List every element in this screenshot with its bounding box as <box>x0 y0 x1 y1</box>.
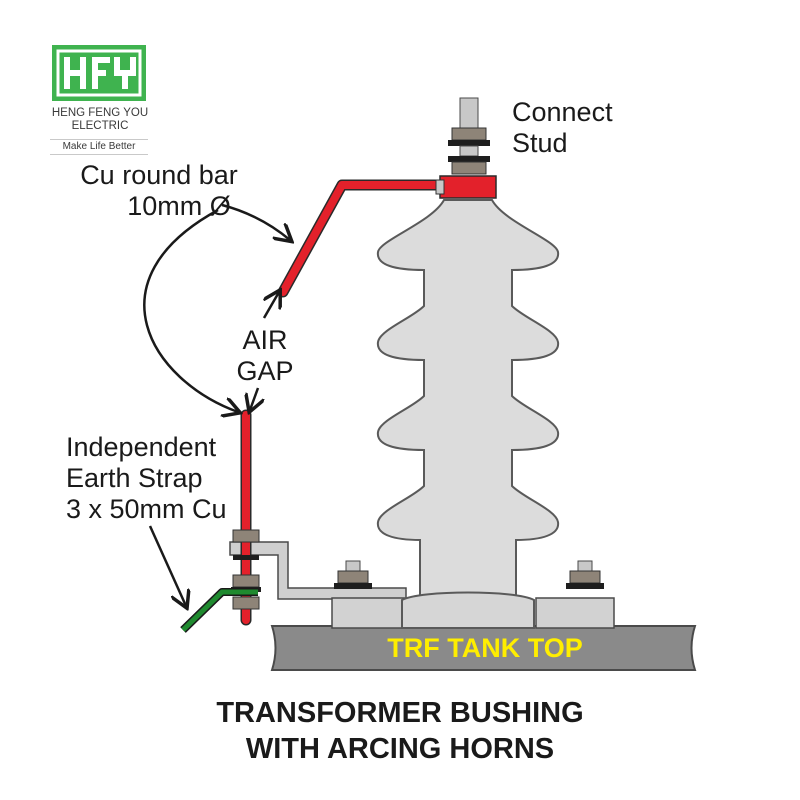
earth-strap-label-line1: Independent <box>66 432 217 462</box>
clamp-bolt-right <box>566 560 604 589</box>
diagram-title-line1: TRANSFORMER BUSHING <box>216 697 584 729</box>
bushing-flange <box>401 591 535 629</box>
arrow-cu-bar-to-top-horn <box>221 203 290 240</box>
arrow-earth-strap <box>148 525 186 606</box>
arrow-cu-bar-to-bottom-horn <box>143 208 238 412</box>
arrow-air-gap-up <box>264 292 279 319</box>
connect-stud-label-line1: Connect <box>512 97 613 127</box>
connect-stud-label: Connect Stud <box>512 97 613 159</box>
brand-name-line2: ELECTRIC <box>71 120 129 132</box>
diagram-title-line2: WITH ARCING HORNS <box>245 733 555 765</box>
brand-logo <box>52 45 146 101</box>
brand-name: HENG FENG YOU ELECTRIC <box>40 107 160 133</box>
clamp-bolt-left <box>334 560 372 589</box>
earth-strap-label: Independent Earth Strap 3 x 50mm Cu <box>66 432 227 525</box>
cu-round-bar-label-line2: 10mm Ø <box>127 191 231 221</box>
cu-round-bar-label-line1: Cu round bar <box>80 160 238 190</box>
air-gap-label-line1: AIR <box>242 325 288 355</box>
air-gap-label: AIR GAP <box>230 325 300 387</box>
connect-stud <box>448 97 490 175</box>
tank-top <box>270 625 697 671</box>
air-gap-label-line2: GAP <box>236 356 294 386</box>
earth-strap-label-line2: Earth Strap <box>66 463 203 493</box>
brand-name-line1: HENG FENG YOU <box>51 107 149 119</box>
cu-round-bar-label: Cu round bar 10mm Ø <box>74 160 244 222</box>
connect-stud-label-line2: Stud <box>512 128 568 158</box>
earth-strap-label-line3: 3 x 50mm Cu <box>66 494 227 524</box>
tank-top-label: TRF TANK TOP <box>387 633 583 663</box>
clamp-base-right <box>535 597 615 629</box>
horn-clamp <box>439 175 497 199</box>
porcelain-bushing <box>376 199 560 601</box>
brand-slogan: Make Life Better <box>50 139 148 155</box>
arrow-air-gap-down <box>250 387 258 410</box>
clamp-base-left <box>331 597 411 629</box>
